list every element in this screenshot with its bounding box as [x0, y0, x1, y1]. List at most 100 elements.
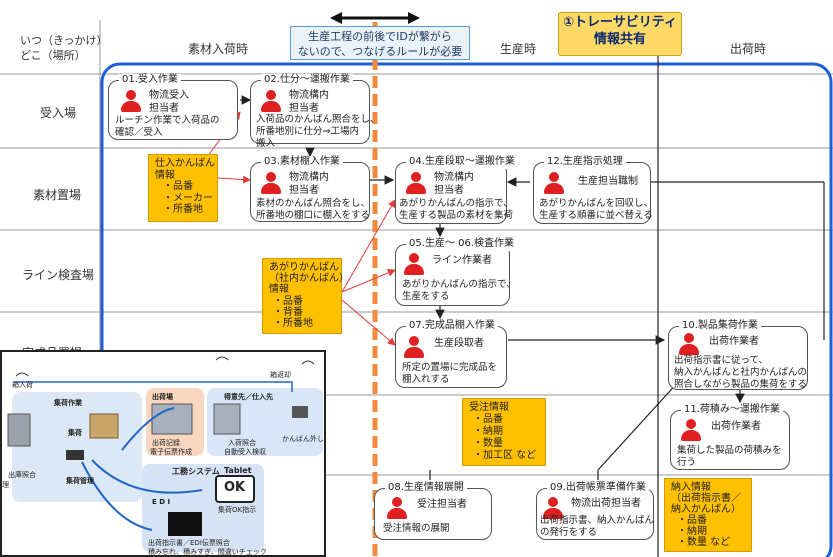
person-icon — [543, 497, 563, 519]
person-icon — [387, 497, 407, 519]
system-overview-inset: 箱入荷 集荷作業 集荷 出庫照合 理 集荷管理 出荷場 出荷記録 電子伝票作成 … — [0, 350, 326, 557]
desc-line: 素材のかんばん照合をし、 — [256, 198, 371, 209]
info-note-delivery: 納入情報 （出荷指示書／ 納入かんばん） ・品番 ・納期 ・数量 など — [664, 478, 752, 552]
desc-line: 出荷指示書に従って、 — [674, 355, 769, 366]
process-box-12-production-instruction: 12.生産指示処理 生産担当職制 あがりかんばんを回収し、生産する順番に並べ替え… — [533, 156, 653, 224]
inset-label-tablet: Tablet — [224, 466, 252, 475]
desc-line: 入荷品のかんばん照合をし、 — [256, 114, 380, 125]
inset-label-edi-check: 出荷指示書／EDI伝票照合 — [148, 539, 230, 547]
desc-line: 行う — [677, 456, 697, 468]
person-icon — [121, 90, 141, 112]
person-icon — [404, 336, 424, 358]
person-icon — [544, 172, 564, 194]
corner-line-where: どこ（場所） — [20, 48, 86, 62]
role-line: 物流出荷担当者 — [571, 498, 641, 509]
inset-label-picking-management: 集荷管理 — [66, 477, 94, 485]
desc-line: 照合しながら製品の集荷をする — [674, 378, 808, 390]
desc-line: 生産をする — [402, 290, 450, 302]
inset-label-engineering-system: 工務システム — [172, 467, 220, 476]
info-note-order: 受注情報 ・品番 ・納期 ・数量 ・加工区 など — [462, 398, 546, 466]
role-line: 物流構内 — [434, 172, 474, 183]
corner-label: いつ（きっかけ） どこ（場所） — [20, 34, 108, 64]
role-line: ライン作業者 — [432, 255, 492, 266]
desc-line: あがりかんばんの指示で、 — [402, 279, 516, 290]
trace-line-2: 情報共有 — [593, 31, 646, 47]
person-icon — [261, 172, 281, 194]
inset-label-picking-ok: 集荷OK指示 — [218, 506, 257, 514]
desc-line: 生産する製品の素材を集荷 — [399, 209, 514, 221]
column-header-material: 素材入荷時 — [188, 42, 249, 56]
desc-line: 搬入 — [256, 137, 276, 149]
inset-drawing — [7, 356, 315, 536]
person-icon — [261, 90, 281, 112]
role-line: 出荷作業者 — [709, 336, 759, 347]
process-title: 12.生産指示処理 — [544, 156, 626, 169]
person-icon — [679, 333, 699, 355]
desc-line: 集荷した製品の荷積みを — [677, 445, 782, 456]
desc-line: 生産する順番に並べ替える — [539, 209, 653, 221]
process-box-07-finished-shelving: 07.完成品棚入作業 生産段取者 所定の置場に完成品を棚入れする — [395, 320, 507, 388]
role-line: 担当者 — [149, 102, 179, 114]
role-line: 生産段取者 — [434, 338, 484, 349]
role-line: 担当者 — [434, 184, 464, 196]
role-line: 担当者 — [289, 102, 319, 114]
process-title: 05.生産～ 06.検査作業 — [406, 238, 517, 251]
row-label-receiving: 受入場 — [40, 106, 77, 120]
inset-label-picking: 集荷 — [68, 429, 82, 437]
info-note-internal-kanban: あがりかんばん （社内かんばん） 情報 ・品番 ・背番 ・所番地 — [262, 258, 349, 334]
desc-line: の発行をする — [540, 526, 598, 538]
process-box-11-loading: 11.荷積み～運搬作業 出荷作業者 集荷した製品の荷積みを行う — [670, 404, 790, 470]
inset-label-management-fragment: 理 — [2, 481, 9, 489]
role-line: 担当者 — [289, 184, 319, 196]
role-line: 生産担当職制 — [578, 176, 638, 187]
person-icon — [404, 253, 424, 275]
inset-label-shipping-area: 出荷場 — [152, 393, 173, 401]
role-line: 物流構内 — [289, 172, 329, 183]
role-line: 物流受入 — [149, 90, 189, 101]
inset-label-edi: E D I — [152, 498, 171, 506]
desc-line: 所番地の棚口に棚入をする — [256, 209, 371, 221]
column-header-shipping: 出荷時 — [730, 42, 767, 56]
row-label-material-storage: 素材置場 — [33, 188, 82, 202]
process-box-03-material-shelving: 03.素材棚入作業 物流構内担当者 素材のかんばん照合をし、所番地の棚口に棚入を… — [250, 156, 371, 222]
id-rule-callout: 生産工程の前後でIDが繋がら ないので、つなげるルールが必要 — [290, 26, 470, 60]
process-title: 04.生産段取～運搬作業 — [406, 156, 518, 169]
process-box-01-receiving: 01.受入作業 物流受入担当者 ルーチン作業で入荷品の確認／受入 — [108, 74, 238, 140]
process-title: 08.生産情報展開 — [385, 482, 467, 495]
desc-line: 所定の置場に完成品を — [402, 362, 498, 373]
process-title: 02.仕分～運搬作業 — [261, 74, 353, 87]
role-line: 出荷作業者 — [711, 421, 761, 432]
picking-zone — [12, 392, 142, 502]
inset-label-box-return: 箱返却 — [270, 371, 291, 379]
process-title: 09.出荷帳票準備作業 — [547, 482, 649, 495]
traceability-badge: ①トレーサビリティ 情報共有 — [558, 12, 682, 56]
inset-label-shipping-record: 出荷記録 — [152, 439, 180, 447]
person-icon — [681, 419, 701, 441]
inset-label-box-arrival: 箱入荷 — [12, 381, 33, 389]
inset-label-customer-supplier: 得意先／仕入先 — [224, 393, 273, 401]
process-title: 11.荷積み～運搬作業 — [681, 404, 783, 417]
process-box-08-production-info: 08.生産情報展開 受注担当者 受注情報の展開 — [374, 482, 492, 540]
inset-label-picking-work: 集荷作業 — [54, 399, 82, 407]
inset-label-ok: OK — [224, 480, 246, 495]
role-line: 受注担当者 — [417, 499, 467, 510]
inset-label-e-slip: 電子伝票作成 — [150, 448, 192, 456]
inset-label-kanban-removal: かんばん外し — [282, 435, 324, 443]
column-header-production: 生産時 — [500, 42, 537, 56]
process-box-02-sorting: 02.仕分～運搬作業 物流構内担当者 入荷品のかんばん照合をし、所番地別に仕分⇒… — [250, 74, 380, 149]
callout-line-2: ないので、つなげるルールが必要 — [297, 44, 463, 58]
inset-label-receiving-check: 入荷照合 — [228, 439, 256, 447]
inset-label-outbound-check: 出庫照合 — [8, 471, 36, 479]
process-box-05-production-inspection: 05.生産～ 06.検査作業 ライン作業者 あがりかんばんの指示で、生産をする — [395, 238, 517, 306]
desc-line: あがりかんばんの指示で、 — [399, 198, 513, 209]
desc-line: 確認／受入 — [115, 126, 163, 138]
person-icon — [406, 172, 426, 194]
desc-line: 棚入れする — [402, 373, 450, 385]
desc-line: ルーチン作業で入荷品の — [115, 115, 220, 126]
info-note-purchase-kanban: 仕入かんばん 情報 ・品番 ・メーカー ・所番地 — [148, 154, 218, 222]
desc-line: 出荷指示書、納入かんばん — [540, 515, 655, 526]
process-box-09-shipping-docs: 09.出荷帳票準備作業 物流出荷担当者 出荷指示書、納入かんばんの発行をする — [536, 482, 655, 540]
row-label-line-inspection: ライン検査場 — [22, 268, 95, 282]
corner-line-when: いつ（きっかけ） — [20, 34, 108, 47]
